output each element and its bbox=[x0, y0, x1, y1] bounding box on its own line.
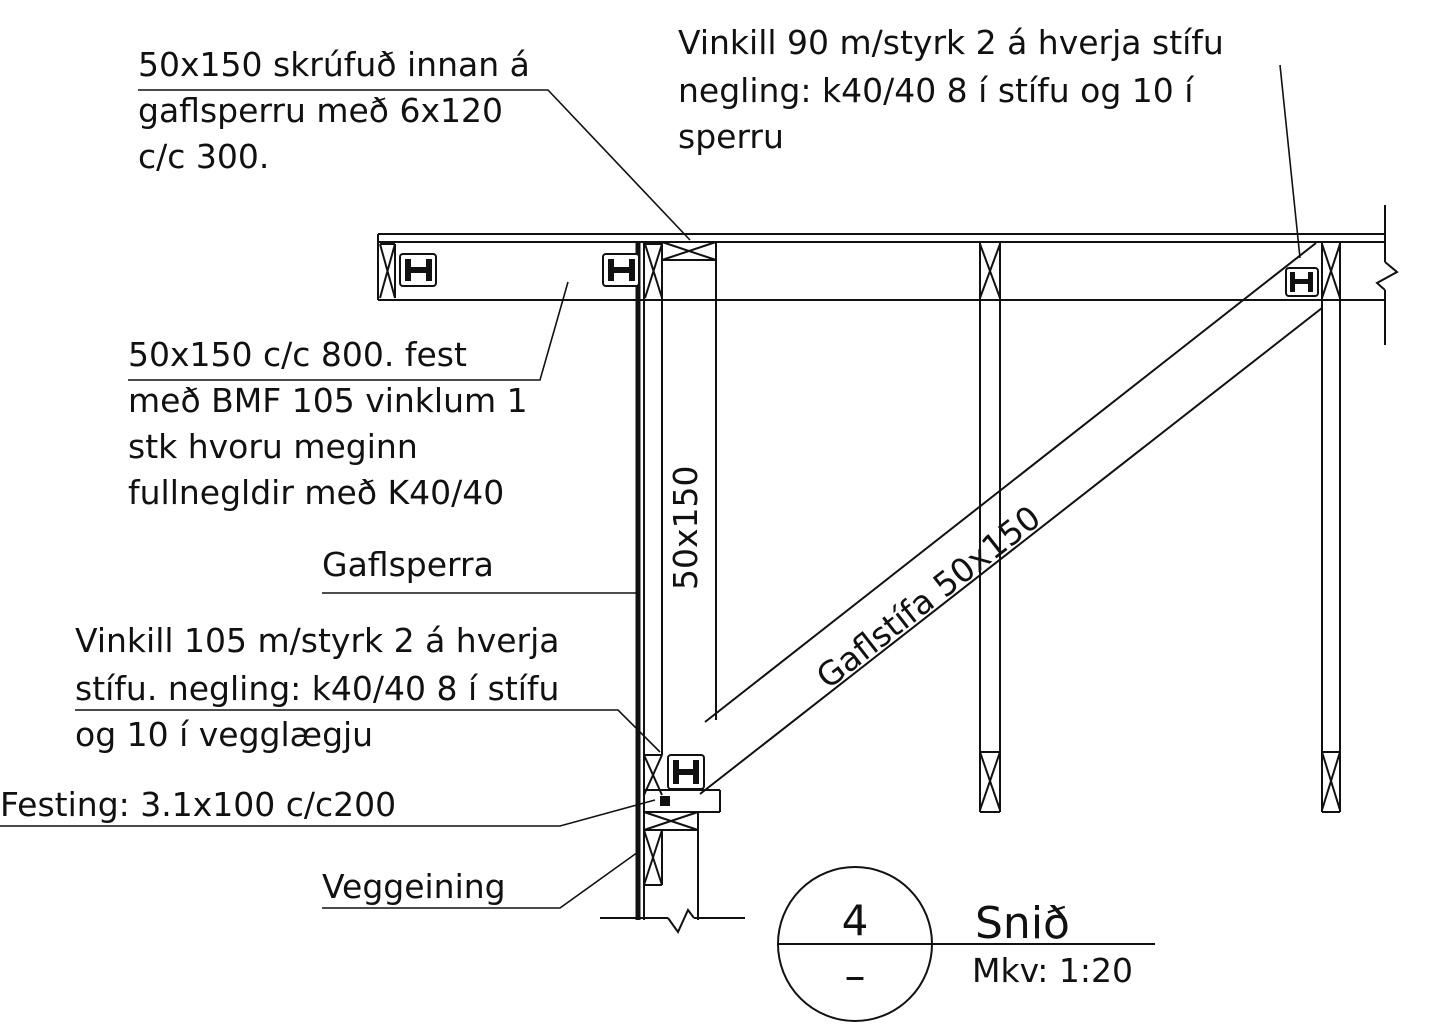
leader-lines bbox=[0, 64, 1301, 909]
note-top-left-line2: gaflsperru með 6x120 bbox=[138, 91, 503, 130]
bracket-icon bbox=[399, 253, 1319, 790]
section-scale: Mkv: 1:20 bbox=[972, 951, 1133, 990]
diagonal-brace bbox=[699, 242, 1323, 795]
note-mid-left-line2: með BMF 105 vinklum 1 bbox=[128, 381, 528, 420]
note-top-right-line1: Vinkill 90 m/styrk 2 á hverja stífu bbox=[678, 23, 1224, 62]
wall-plate bbox=[643, 754, 721, 920]
note-lower-left-line2: stífu. negling: k40/40 8 í stífu bbox=[75, 669, 560, 708]
note-wall-element: Veggeining bbox=[322, 867, 506, 906]
note-lower-left-line1: Vinkill 105 m/styrk 2 á hverja bbox=[75, 621, 560, 660]
rafter-top-cross bbox=[644, 243, 663, 299]
post-size-label: 50x150 bbox=[666, 465, 705, 590]
beam-end-cross bbox=[379, 243, 396, 299]
note-lower-left-line3: og 10 í vegglægju bbox=[75, 715, 374, 754]
note-top-right-line2: negling: k40/40 8 í stífu og 10 í bbox=[678, 71, 1194, 110]
note-top-left-line1: 50x150 skrúfuð innan á bbox=[138, 45, 530, 84]
post-middle bbox=[979, 242, 1001, 813]
note-gable-rafter: Gaflsperra bbox=[322, 545, 494, 584]
brace-label: Gaflstífa 50x150 bbox=[809, 498, 1048, 697]
section-marker-circle bbox=[777, 866, 1155, 1022]
note-fastening: Festing: 3.1x100 c/c200 bbox=[0, 785, 397, 824]
ground-break-line bbox=[600, 908, 745, 934]
top-beam bbox=[377, 233, 1385, 301]
note-top-left-line3: c/c 300. bbox=[138, 137, 270, 176]
section-number: 4 bbox=[842, 896, 869, 945]
post-right bbox=[1321, 242, 1341, 813]
section-sheet: – bbox=[845, 951, 866, 1000]
note-mid-left-line4: fullnegldir með K40/40 bbox=[128, 473, 505, 512]
break-line-right bbox=[1375, 205, 1399, 345]
note-top-right-line3: sperru bbox=[678, 117, 784, 156]
vertical-post bbox=[661, 241, 717, 755]
note-mid-left-line3: stk hvoru meginn bbox=[128, 427, 418, 466]
section-title: Snið bbox=[975, 898, 1070, 949]
note-mid-left-line1: 50x150 c/c 800. fest bbox=[128, 335, 467, 374]
gable-rafter bbox=[635, 242, 645, 920]
